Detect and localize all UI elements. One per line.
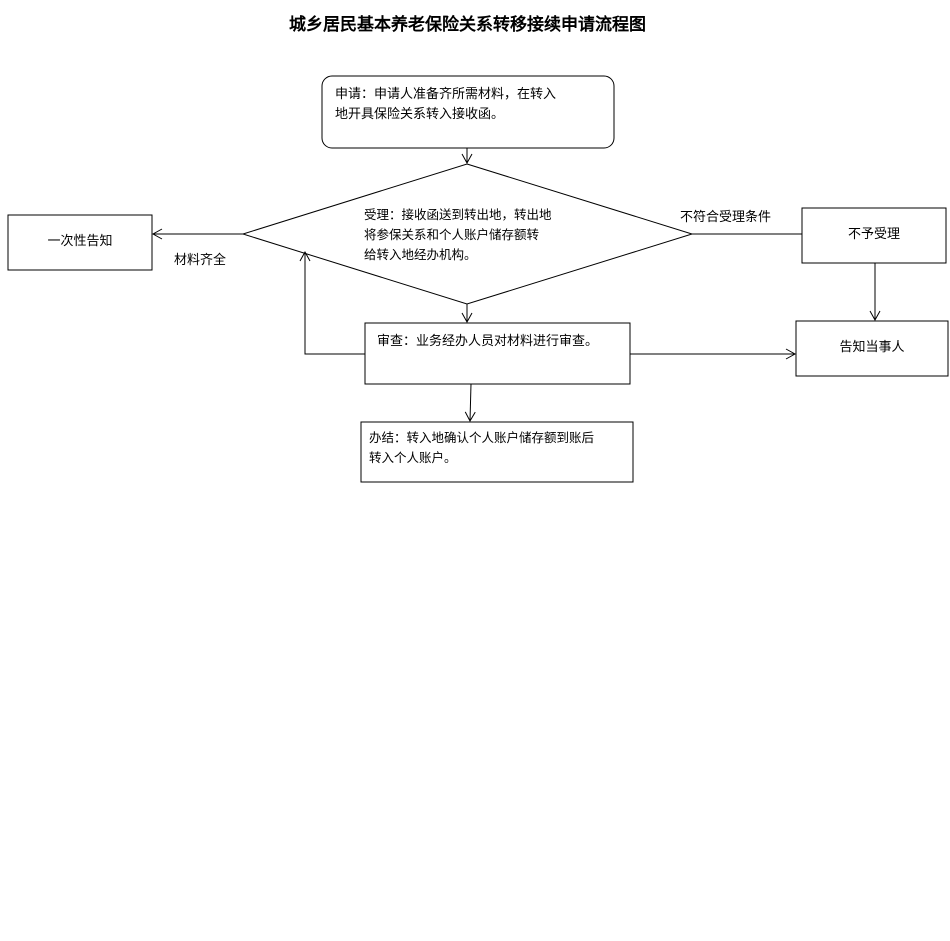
accept-text-line: 受理：接收函送到转出地，转出地	[364, 207, 552, 222]
review-node	[364, 322, 631, 385]
inform-text: 告知当事人	[839, 340, 905, 355]
reject-text: 不予受理	[847, 227, 900, 242]
page-title: 城乡居民基本养老保险关系转移接续申请流程图	[289, 15, 646, 35]
review-text: 审查：业务经办人员对材料进行审查。	[377, 334, 599, 349]
complete-text-line: 办结：转入地确认个人账户储存额到账后	[369, 430, 595, 445]
notify-once-node	[7, 214, 153, 271]
complete-text-line: 转入个人账户。	[369, 450, 457, 465]
accept-text: 受理：接收函送到转出地，转出地 将参保关系和个人账户储存额转 给转入地经办机构。	[364, 205, 552, 265]
apply-text-line: 申请：申请人准备齐所需材料，在转入	[335, 87, 557, 102]
complete-node	[360, 421, 634, 483]
edge-label-materials-complete: 材料齐全	[174, 253, 227, 268]
accept-text-line: 将参保关系和个人账户储存额转	[364, 227, 540, 242]
apply-text: 申请：申请人准备齐所需材料，在转入 地开具保险关系转入接收函。	[335, 85, 556, 125]
arrow-review-to-complete	[464, 383, 476, 423]
complete-text: 办结：转入地确认个人账户储存额到账后 转入个人账户。	[369, 428, 594, 468]
accept-text-line: 给转入地经办机构。	[364, 247, 477, 262]
apply-node	[321, 75, 615, 149]
arrow-review-back-to-accept	[299, 250, 365, 355]
inform-node	[795, 320, 949, 377]
edge-label-not-qualified: 不符合受理条件	[680, 210, 772, 225]
reject-node	[801, 207, 947, 264]
notify-once-text: 一次性告知	[47, 234, 113, 249]
apply-text-line: 地开具保险关系转入接收函。	[335, 107, 505, 122]
